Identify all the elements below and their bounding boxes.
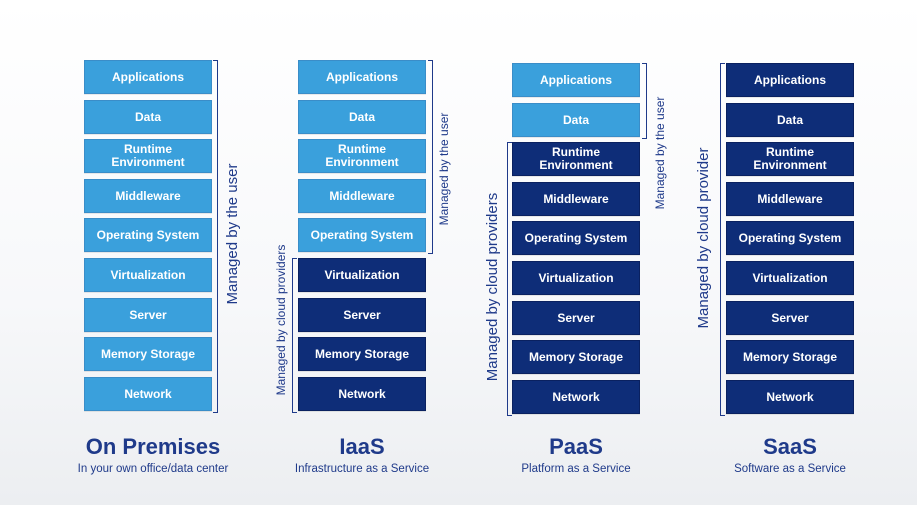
title-iaas: IaaS bbox=[339, 434, 385, 459]
title-saas: SaaS bbox=[763, 434, 817, 459]
brace-provider-paas bbox=[507, 142, 512, 416]
layer-applications: Applications bbox=[512, 63, 640, 97]
layer-operating-system: Operating System bbox=[726, 221, 854, 255]
layer-server: Server bbox=[298, 298, 426, 332]
layer-memory-storage: Memory Storage bbox=[298, 337, 426, 371]
layer-applications: Applications bbox=[84, 60, 212, 94]
layer-virtualization: Virtualization bbox=[84, 258, 212, 292]
layer-data: Data bbox=[726, 103, 854, 137]
layer-data: Data bbox=[84, 100, 212, 134]
layer-runtime-environment: Runtime Environment bbox=[512, 142, 640, 176]
layer-server: Server bbox=[726, 301, 854, 335]
label-managed-by-user-paas: Managed by the user bbox=[653, 96, 667, 210]
subtitle-paas: Platform as a Service bbox=[521, 463, 631, 475]
layer-runtime-environment: Runtime Environment bbox=[84, 139, 212, 173]
title-paas: PaaS bbox=[549, 434, 603, 459]
brace-provider-saas bbox=[720, 63, 725, 416]
layer-operating-system: Operating System bbox=[512, 221, 640, 255]
label-managed-by-providers-paas: Managed by cloud providers bbox=[484, 192, 501, 382]
layer-memory-storage: Memory Storage bbox=[512, 340, 640, 374]
label-managed-by-user-on-premises: Managed by the user bbox=[224, 163, 241, 305]
brace-user-iaas bbox=[428, 60, 433, 254]
layer-network: Network bbox=[298, 377, 426, 411]
layer-server: Server bbox=[84, 298, 212, 332]
layer-network: Network bbox=[512, 380, 640, 414]
layer-server: Server bbox=[512, 301, 640, 335]
subtitle-saas: Software as a Service bbox=[734, 463, 846, 475]
layer-virtualization: Virtualization bbox=[512, 261, 640, 295]
layer-operating-system: Operating System bbox=[298, 218, 426, 252]
layer-operating-system: Operating System bbox=[84, 218, 212, 252]
layer-middleware: Middleware bbox=[726, 182, 854, 216]
brace-user-paas bbox=[642, 63, 647, 139]
layer-network: Network bbox=[84, 377, 212, 411]
subtitle-on-premises: In your own office/data center bbox=[77, 463, 229, 475]
title-on-premises: On Premises bbox=[85, 434, 221, 459]
layer-network: Network bbox=[726, 380, 854, 414]
layer-applications: Applications bbox=[298, 60, 426, 94]
layer-virtualization: Virtualization bbox=[298, 258, 426, 292]
layer-virtualization: Virtualization bbox=[726, 261, 854, 295]
brace-provider-iaas bbox=[292, 258, 297, 413]
label-managed-by-providers-iaas: Managed by cloud providers bbox=[274, 244, 288, 396]
layer-applications: Applications bbox=[726, 63, 854, 97]
layer-middleware: Middleware bbox=[512, 182, 640, 216]
subtitle-iaas: Infrastructure as a Service bbox=[294, 463, 430, 475]
layer-middleware: Middleware bbox=[298, 179, 426, 213]
layer-data: Data bbox=[512, 103, 640, 137]
layer-runtime-environment: Runtime Environment bbox=[298, 139, 426, 173]
label-managed-by-user-iaas: Managed by the user bbox=[437, 112, 451, 226]
label-managed-by-provider-saas: Managed by cloud provider bbox=[695, 147, 712, 329]
layer-data: Data bbox=[298, 100, 426, 134]
layer-memory-storage: Memory Storage bbox=[726, 340, 854, 374]
layer-runtime-environment: Runtime Environment bbox=[726, 142, 854, 176]
brace-user-on-premises bbox=[213, 60, 218, 413]
layer-middleware: Middleware bbox=[84, 179, 212, 213]
layer-memory-storage: Memory Storage bbox=[84, 337, 212, 371]
